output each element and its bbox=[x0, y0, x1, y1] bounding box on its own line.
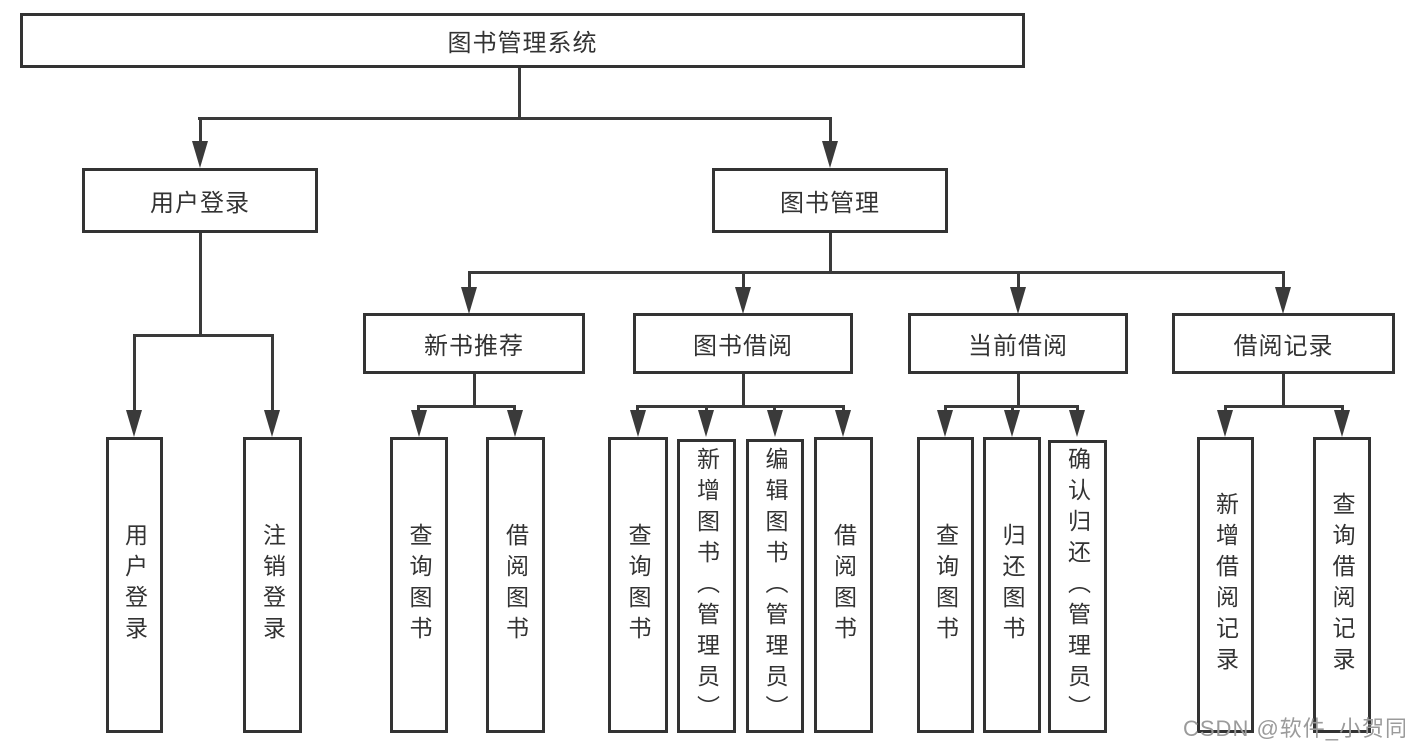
arrowhead-new-books bbox=[461, 287, 477, 314]
leaf-newbooks-borrow: 借阅图书 bbox=[486, 437, 545, 733]
leaf-current-return-label: 归还图书 bbox=[999, 523, 1025, 647]
arrowhead-g2-leaf1 bbox=[411, 410, 427, 437]
arrowhead-leaf-login bbox=[126, 410, 142, 437]
leaf-newbooks-query-label: 查询图书 bbox=[406, 523, 432, 647]
connector-new-books-shaft bbox=[468, 271, 471, 291]
node-user-login-label: 用户登录 bbox=[150, 190, 250, 217]
connector-user-login-shaft bbox=[199, 117, 202, 146]
arrowhead-g3-leaf4 bbox=[835, 410, 851, 437]
node-root-label: 图书管理系统 bbox=[447, 30, 598, 57]
arrowhead-borrow-records bbox=[1275, 287, 1291, 314]
connector-book-borrow-splitter bbox=[638, 405, 844, 408]
connector-current-borrow-shaft bbox=[1017, 271, 1020, 291]
leaf-newbooks-borrow-label: 借阅图书 bbox=[502, 523, 529, 647]
leaf-logout-label: 注销登录 bbox=[259, 523, 286, 647]
arrowhead-g2-leaf2 bbox=[507, 410, 523, 437]
node-book-borrow-label: 图书借阅 bbox=[693, 333, 793, 360]
node-new-books-label: 新书推荐 bbox=[424, 333, 524, 360]
leaf-current-return: 归还图书 bbox=[983, 437, 1041, 733]
connector-user-login-splitter bbox=[133, 334, 274, 337]
connector-new-books-splitter bbox=[418, 405, 516, 408]
leaf-current-confirm: 确认归还（管理员） bbox=[1048, 440, 1107, 733]
node-user-login: 用户登录 bbox=[82, 168, 318, 233]
connector-current-borrow-down bbox=[1017, 374, 1020, 408]
arrowhead-leaf-logout bbox=[264, 410, 280, 437]
node-current-borrow: 当前借阅 bbox=[908, 313, 1128, 374]
connector-borrow-records-down bbox=[1282, 374, 1285, 408]
leaf-borrow-edit-label: 编辑图书（管理员） bbox=[762, 446, 788, 726]
leaf-logout: 注销登录 bbox=[243, 437, 302, 733]
connector-user-login-down bbox=[199, 233, 202, 337]
leaf-borrow-add-label: 新增图书（管理员） bbox=[693, 446, 720, 726]
leaf-borrow-query-label: 查询图书 bbox=[625, 523, 651, 647]
connector-new-books-down bbox=[473, 374, 476, 408]
node-borrow-records: 借阅记录 bbox=[1172, 313, 1395, 374]
connector-book-borrow-down bbox=[742, 374, 745, 408]
arrowhead-g4-leaf1 bbox=[937, 410, 953, 437]
arrowhead-g3-leaf2 bbox=[698, 410, 714, 437]
leaf-records-add: 新增借阅记录 bbox=[1197, 437, 1254, 733]
connector-level1-split bbox=[198, 117, 832, 120]
connector-borrow-records-shaft bbox=[1282, 271, 1285, 291]
leaf-borrow-edit: 编辑图书（管理员） bbox=[746, 439, 804, 733]
connector-book-borrow-shaft bbox=[742, 271, 745, 291]
leaf-current-query-label: 查询图书 bbox=[932, 523, 959, 647]
leaf-user-login: 用户登录 bbox=[106, 437, 163, 733]
arrowhead-book-borrow bbox=[735, 287, 751, 314]
arrowhead-book-mgmt bbox=[822, 141, 838, 168]
connector-book-mgmt-shaft bbox=[829, 117, 832, 146]
leaf-records-query-label: 查询借阅记录 bbox=[1329, 492, 1355, 678]
connector-leaf-login-shaft bbox=[133, 334, 136, 416]
leaf-records-add-label: 新增借阅记录 bbox=[1212, 492, 1239, 678]
node-borrow-records-label: 借阅记录 bbox=[1233, 333, 1334, 360]
arrowhead-g5-leaf1 bbox=[1217, 410, 1233, 437]
leaf-borrow-borrow-label: 借阅图书 bbox=[830, 523, 857, 647]
node-book-mgmt: 图书管理 bbox=[712, 168, 948, 233]
node-new-books: 新书推荐 bbox=[363, 313, 585, 374]
node-book-borrow: 图书借阅 bbox=[633, 313, 853, 374]
node-current-borrow-label: 当前借阅 bbox=[968, 333, 1068, 360]
connector-level2-split bbox=[469, 271, 1285, 274]
connector-book-mgmt-down bbox=[829, 233, 832, 274]
connector-root-down bbox=[518, 67, 521, 119]
leaf-borrow-query: 查询图书 bbox=[608, 437, 668, 733]
connector-leaf-logout-shaft bbox=[271, 334, 274, 416]
arrowhead-user-login bbox=[192, 141, 208, 168]
arrowhead-g4-leaf2 bbox=[1004, 410, 1020, 437]
arrowhead-current-borrow bbox=[1010, 287, 1026, 314]
arrowhead-g3-leaf3 bbox=[767, 410, 783, 437]
connector-borrow-records-splitter bbox=[1224, 405, 1343, 408]
leaf-current-query: 查询图书 bbox=[917, 437, 974, 733]
leaf-borrow-add: 新增图书（管理员） bbox=[677, 439, 736, 733]
leaf-current-confirm-label: 确认归还（管理员） bbox=[1064, 447, 1091, 726]
leaf-borrow-borrow: 借阅图书 bbox=[814, 437, 873, 733]
node-root: 图书管理系统 bbox=[20, 13, 1025, 68]
leaf-records-query: 查询借阅记录 bbox=[1313, 437, 1371, 733]
watermark: CSDN @软件_小贺同学 bbox=[1183, 716, 1405, 741]
arrowhead-g5-leaf2 bbox=[1334, 410, 1350, 437]
arrowhead-g3-leaf1 bbox=[630, 410, 646, 437]
arrowhead-g4-leaf3 bbox=[1069, 410, 1085, 437]
leaf-newbooks-query: 查询图书 bbox=[390, 437, 448, 733]
node-book-mgmt-label: 图书管理 bbox=[780, 190, 880, 217]
leaf-user-login-label: 用户登录 bbox=[121, 523, 148, 647]
